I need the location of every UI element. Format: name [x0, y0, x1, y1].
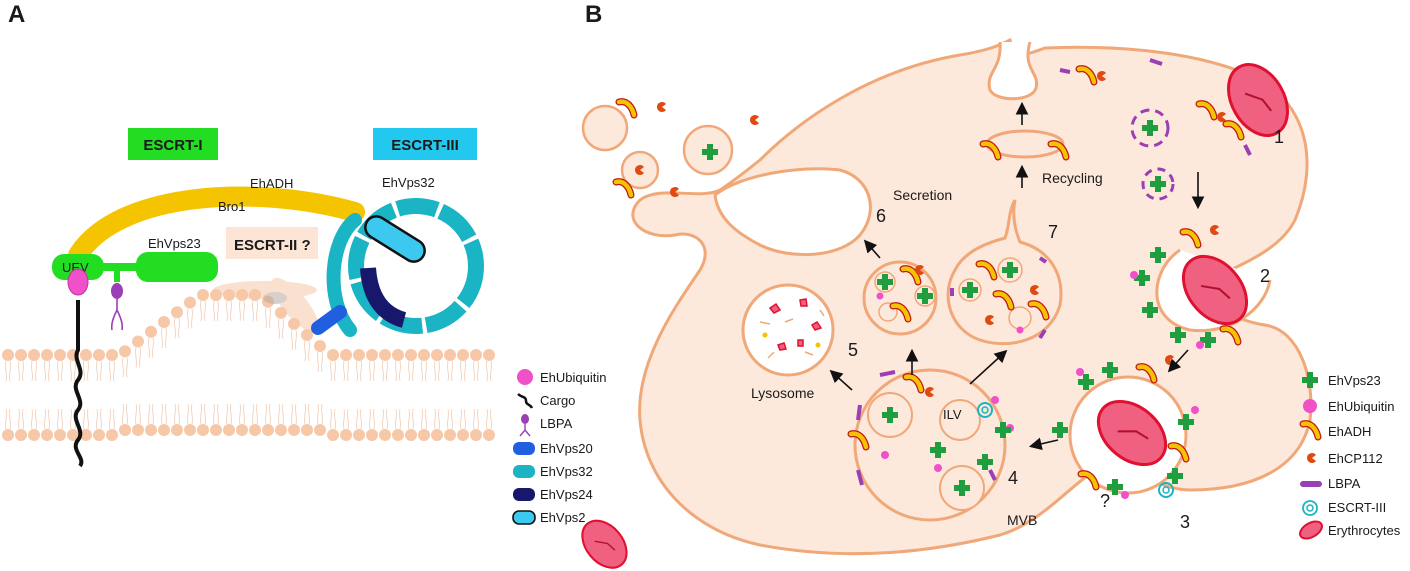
ehubiquitin-icon	[1303, 399, 1317, 413]
step-7-label: 7	[1048, 222, 1058, 242]
escrt-i-box	[128, 128, 218, 160]
vps32-swatch	[513, 465, 535, 478]
ehadh-label: EhADH	[250, 176, 293, 191]
lbpa-icon	[519, 414, 531, 437]
legend-a-label-5: EhVps24	[540, 487, 593, 502]
ehvps23-body	[136, 252, 218, 282]
panel-a: A ESCRT-II ? EhADH Bro1 UEV EhVps23	[1, 1, 607, 525]
ehvps32-label: EhVps32	[382, 175, 435, 190]
legend-b-label-6: Erythrocytes	[1328, 523, 1401, 538]
step-6-label: 6	[876, 206, 886, 226]
step-2-label: 2	[1260, 266, 1270, 286]
mvb-lbpa	[856, 370, 997, 486]
secretion-invagination	[713, 167, 872, 257]
legend-b: EhVps23 EhUbiquitin EhADH EhCP112 LBPA E…	[1299, 372, 1401, 540]
recycling-lbpa	[950, 256, 1048, 340]
legend-a-label-3: EhVps20	[540, 441, 593, 456]
panel-b: B	[572, 1, 1401, 571]
vps2-swatch	[512, 510, 536, 525]
escrt-iii-ring	[311, 198, 484, 337]
ehvps23-linker	[100, 263, 140, 271]
step-1-label: 1	[1274, 127, 1284, 147]
step-5-label: 5	[848, 340, 858, 360]
surface-lbpa	[1059, 58, 1252, 156]
secretion-vesicle-contents	[874, 265, 936, 321]
secreted-vesicles	[581, 102, 759, 197]
bro1-arc	[68, 186, 365, 265]
bro1-label: Bro1	[218, 199, 245, 214]
legend-a-label-2: LBPA	[540, 416, 573, 431]
escrt-i-label: ESCRT-I	[143, 137, 202, 154]
legend-b-label-4: LBPA	[1328, 476, 1361, 491]
ubiquitin-icon	[517, 369, 533, 385]
vps24-swatch	[513, 488, 535, 501]
ubiquitin-marker	[67, 268, 89, 296]
panel-a-letter: A	[8, 1, 25, 28]
ehcp112-icon	[1307, 453, 1316, 463]
escrt-ii-shape	[213, 227, 319, 333]
ehvps23-label: EhVps23	[148, 236, 201, 251]
mvb-contents	[572, 377, 1014, 571]
panel-b-letter: B	[585, 1, 602, 28]
escrt-iii-icon	[1302, 500, 1318, 516]
lbpa-legend-icon	[1300, 481, 1322, 487]
recycling-label: Recycling	[1042, 170, 1103, 186]
lysosome-contents	[759, 298, 825, 359]
legend-b-label-1: EhUbiquitin	[1328, 399, 1395, 414]
cargo-icon	[517, 393, 534, 409]
legend-a: EhUbiquitin Cargo LBPA EhVps20 EhVps32 E…	[512, 369, 607, 525]
legend-a-label-0: EhUbiquitin	[540, 370, 607, 385]
legend-b-label-2: EhADH	[1328, 424, 1371, 439]
legend-a-label-4: EhVps32	[540, 464, 593, 479]
step-3-label: 3	[1180, 512, 1190, 532]
secretion-label: Secretion	[893, 187, 952, 203]
lbpa-vesicles	[1130, 108, 1175, 201]
escrt-iii-box	[373, 128, 477, 160]
recycling-vesicle-contents	[958, 257, 1046, 334]
uev-domain	[52, 254, 104, 280]
question-label: ?	[1100, 491, 1110, 511]
escrt-ii-label: ESCRT-II ?	[234, 237, 311, 254]
escrt-iii-label: ESCRT-III	[391, 137, 459, 154]
legend-b-label-3: EhCP112	[1328, 451, 1383, 466]
legend-b-label-5: ESCRT-III	[1328, 500, 1386, 515]
cargo-chain	[73, 300, 84, 468]
erythrocyte-icon	[1299, 520, 1323, 540]
legend-a-label-6: EhVps2	[540, 510, 586, 525]
vps20-swatch	[513, 442, 535, 455]
pathway-arrows	[829, 101, 1205, 451]
lysosome	[741, 283, 835, 377]
legend-b-label-0: EhVps23	[1328, 373, 1381, 388]
ehvps23-stalk	[114, 268, 120, 282]
mvb-label: MVB	[1007, 512, 1037, 528]
lbpa-lipid	[110, 283, 124, 331]
ilv-label: ILV	[943, 407, 962, 422]
cup-proteins	[1130, 225, 1238, 349]
lysosome-label: Lysosome	[751, 385, 815, 401]
phagosome-proteins	[1052, 355, 1199, 499]
recycling-tubules	[983, 129, 1066, 157]
step-4-label: 4	[1008, 468, 1018, 488]
recycling-pore	[987, 41, 1039, 101]
legend-a-label-1: Cargo	[540, 393, 575, 408]
